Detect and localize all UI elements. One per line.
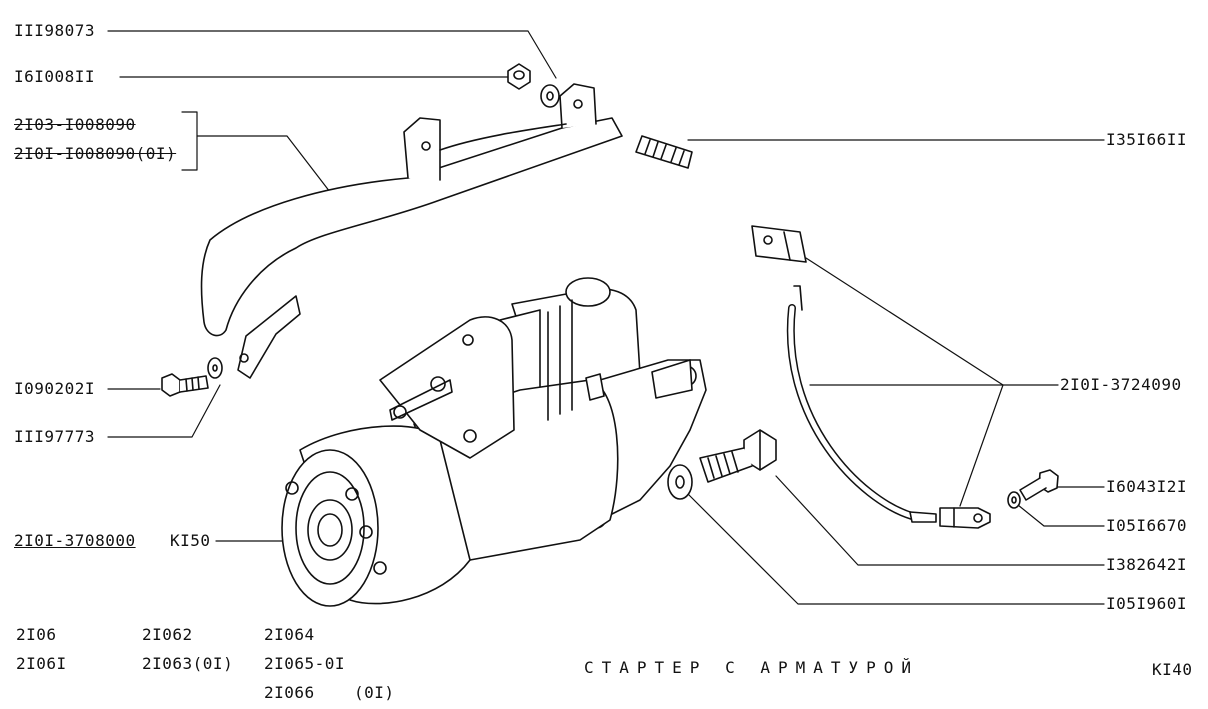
leader-l1 xyxy=(107,30,557,79)
part-label-2I03-I008090: 2I03-I008090 xyxy=(14,115,136,134)
leader-l5c xyxy=(959,384,1004,507)
part-label-I35I66II: I35I66II xyxy=(1106,130,1188,149)
bolt-left-icon xyxy=(161,373,209,397)
bracket xyxy=(181,111,198,171)
leader-l10 xyxy=(775,475,1105,566)
bolt-right-icon xyxy=(1019,469,1059,501)
model-2I06: 2I06 xyxy=(16,625,57,644)
main-part-number: 2I0I-3708000 xyxy=(14,531,136,550)
part-label-2I0I-3724090: 2I0I-3724090 xyxy=(1060,375,1182,394)
part-label-III98073: III98073 xyxy=(14,21,96,40)
part-label-I6043I2I: I6043I2I xyxy=(1106,477,1188,496)
main-part-code: KI50 xyxy=(170,531,211,550)
page-title: СТАРТЕР С АРМАТУРОЙ xyxy=(584,658,920,677)
washer-icon xyxy=(540,84,560,108)
leader-lines xyxy=(107,30,1105,605)
model-2I06I: 2I06I xyxy=(16,654,67,673)
part-label-I090202I: I090202I xyxy=(14,379,96,398)
ground-cable-icon xyxy=(751,225,991,529)
part-label-I05I6670: I05I6670 xyxy=(1106,516,1188,535)
model-2I065: 2I065-0I xyxy=(264,654,346,673)
model-2I063: 2I063(0I) xyxy=(142,654,234,673)
model-2I064: 2I064 xyxy=(264,625,315,644)
leader-l11 xyxy=(685,491,1105,605)
washer-left-icon xyxy=(207,357,223,379)
large-washer-icon xyxy=(667,464,693,500)
page-code: KI40 xyxy=(1152,660,1193,679)
part-label-2I0I-I008090: 2I0I-I008090(0I) xyxy=(14,144,177,163)
stud-icon xyxy=(635,135,693,169)
heat-shield-icon xyxy=(200,83,623,379)
leader-l5a xyxy=(805,257,1059,386)
starter-motor-icon xyxy=(281,277,707,607)
part-label-I05I960I: I05I960I xyxy=(1106,594,1188,613)
part-label-I6I008II: I6I008II xyxy=(14,67,96,86)
part-label-III97773: III97773 xyxy=(14,427,96,446)
leader-l9 xyxy=(1017,504,1105,527)
leader-l7 xyxy=(107,384,221,438)
large-bolt-icon xyxy=(699,429,777,483)
model-2I062: 2I062 xyxy=(142,625,193,644)
model-2I066-suffix: (0I) xyxy=(354,683,395,702)
nut-icon xyxy=(507,63,531,90)
part-label-I382642I: I382642I xyxy=(1106,555,1188,574)
leader-l3 xyxy=(196,135,331,193)
model-2I066: 2I066 xyxy=(264,683,315,702)
washer-right-icon xyxy=(1007,491,1021,509)
